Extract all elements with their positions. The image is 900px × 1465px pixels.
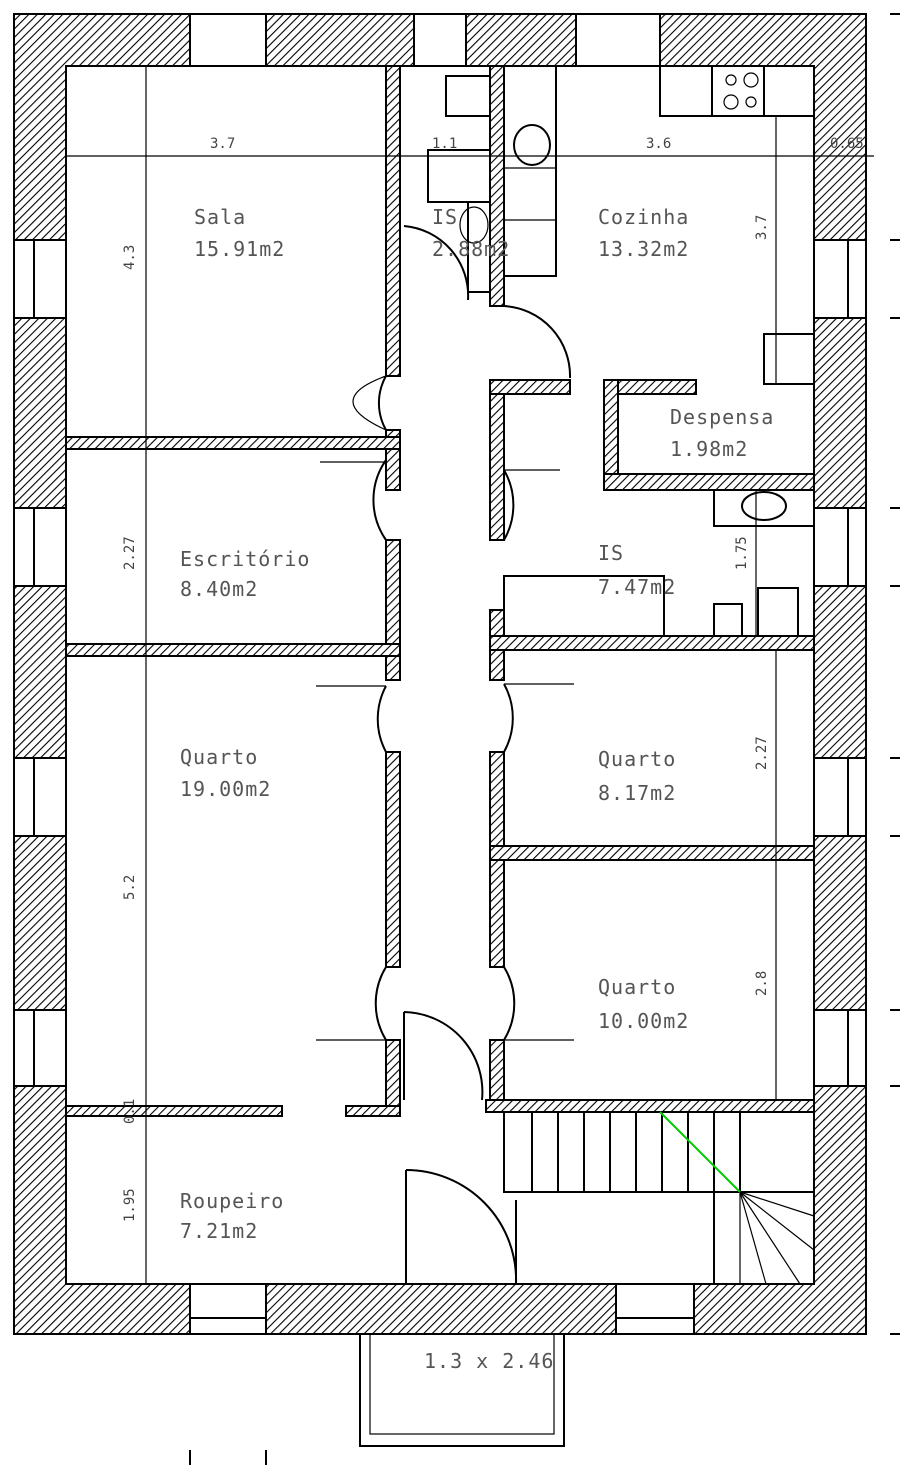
room-is-large-area: 7.47m2	[598, 575, 676, 599]
room-is-small-name: IS	[432, 205, 458, 229]
room-despensa-area: 1.98m2	[670, 437, 748, 461]
room-quarto-low-name: Quarto	[598, 975, 676, 999]
dimension-text: 3.7 1.1 3.6 0.65 4.3 3.7 2.27 1.75 5.2 2…	[122, 136, 864, 1222]
dimension-lines	[66, 13, 900, 1465]
interior-walls	[65, 65, 815, 1117]
room-is-large-name: IS	[598, 541, 624, 565]
dim-top-left: 3.7	[210, 136, 235, 152]
windows	[13, 13, 867, 1335]
dim-top-mid: 1.1	[432, 136, 457, 152]
room-roupeiro-name: Roupeiro	[180, 1189, 284, 1213]
room-escritorio-area: 8.40m2	[180, 577, 258, 601]
dim-quarto-mid-height: 2.27	[754, 736, 770, 770]
room-cozinha-name: Cozinha	[598, 205, 689, 229]
dim-roupeiro-height: 1.95	[122, 1188, 138, 1222]
room-sala-area: 15.91m2	[194, 237, 285, 261]
porch	[359, 1333, 565, 1447]
room-despensa-name: Despensa	[670, 405, 774, 429]
room-quarto-big-name: Quarto	[180, 745, 258, 769]
dim-escritorio-height: 2.27	[122, 536, 138, 570]
dim-top-edge: 0.65	[830, 136, 864, 152]
dim-quarto-big-height: 5.2	[122, 875, 138, 900]
room-quarto-mid-area: 8.17m2	[598, 781, 676, 805]
doors	[316, 225, 574, 1285]
dim-roupeiro-gap: 0.1	[122, 1099, 138, 1124]
room-labels: Sala 15.91m2 IS 2.88m2 Cozinha 13.32m2 D…	[180, 205, 774, 1373]
room-quarto-mid-name: Quarto	[598, 747, 676, 771]
room-roupeiro-area: 7.21m2	[180, 1219, 258, 1243]
room-is-small-area: 2.88m2	[432, 237, 510, 261]
room-quarto-big-area: 19.00m2	[180, 777, 271, 801]
dim-sala-height: 4.3	[122, 245, 138, 270]
dim-is-height: 1.75	[734, 536, 750, 570]
dim-cozinha-height: 3.7	[754, 215, 770, 240]
room-escritorio-name: Escritório	[180, 547, 310, 571]
room-quarto-low-area: 10.00m2	[598, 1009, 689, 1033]
porch-size: 1.3 x 2.46	[424, 1349, 554, 1373]
fixtures	[427, 65, 815, 1285]
room-sala-name: Sala	[194, 205, 246, 229]
dim-quarto-low-height: 2.8	[754, 971, 770, 996]
dim-top-right: 3.6	[646, 136, 671, 152]
room-cozinha-area: 13.32m2	[598, 237, 689, 261]
